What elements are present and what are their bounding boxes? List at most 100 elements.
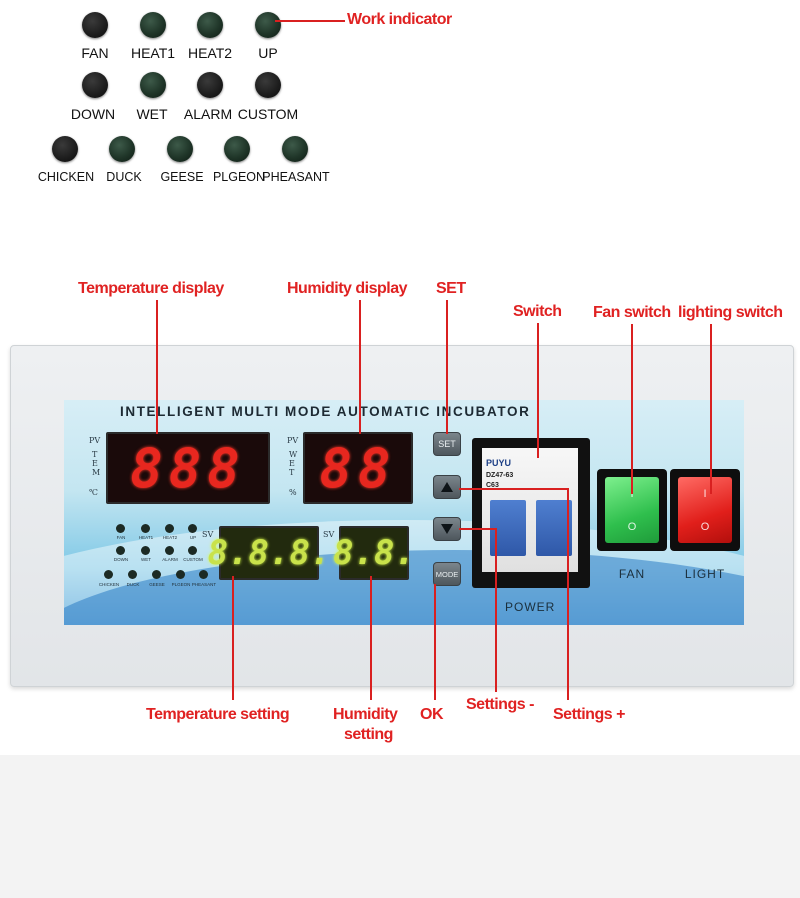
temperature-setting-display: 8.8.8.	[208, 526, 330, 580]
panel-plgeon-led	[176, 570, 185, 579]
heat2-label: HEAT2	[187, 45, 233, 61]
settings-plus-callout: Settings +	[553, 706, 625, 723]
tem-label: TEM	[92, 450, 101, 477]
light-rocker-switch[interactable]: I O	[678, 477, 732, 543]
pv-label-temp: PV	[89, 436, 101, 445]
percent-label: %	[289, 488, 297, 497]
work-indicator-callout: Work indicator	[347, 11, 452, 28]
plgeon-label: PLGEON	[212, 170, 266, 184]
humidity-display-callout: Humidity display	[287, 280, 408, 297]
temperature-setting-callout: Temperature setting	[146, 706, 290, 723]
set-line	[446, 300, 448, 434]
up-arrow-button[interactable]	[433, 475, 461, 499]
down-indicator-led	[82, 72, 108, 98]
panel-pheasant-label: PHEASANT	[191, 582, 217, 587]
panel-alarm-led	[165, 546, 174, 555]
panel-duck-label: DUCK	[126, 582, 140, 587]
temperature-display: 888	[106, 432, 270, 504]
breaker-handle-right[interactable]	[536, 500, 572, 556]
fan-off-symbol: O	[627, 520, 637, 533]
panel-fan-label: FAN	[116, 535, 126, 540]
panel-heat1-label: HEAT1	[138, 535, 154, 540]
ok-callout: OK	[420, 706, 444, 723]
light-off-symbol: O	[700, 520, 710, 533]
wet-panel-label: WET	[289, 450, 298, 477]
wet-label: WET	[136, 106, 168, 122]
geese-indicator-led	[167, 136, 193, 162]
fan-label: FAN	[81, 45, 109, 61]
alarm-label: ALARM	[183, 106, 233, 122]
power-label: POWER	[505, 600, 556, 614]
breaker-brand: PUYU	[486, 458, 512, 468]
temperature-display-callout: Temperature display	[78, 280, 224, 297]
down-arrow-button[interactable]	[433, 517, 461, 541]
panel-heat1-led	[141, 524, 150, 533]
panel-geese-led	[152, 570, 161, 579]
panel-heat2-label: HEAT2	[162, 535, 178, 540]
panel-duck-led	[128, 570, 137, 579]
down-label: DOWN	[70, 106, 116, 122]
chicken-label: CHICKEN	[37, 170, 95, 184]
geese-label: GEESE	[160, 170, 204, 184]
panel-title: INTELLIGENT MULTI MODE AUTOMATIC INCUBAT…	[120, 404, 531, 419]
panel-custom-label: CUSTOM	[183, 557, 203, 562]
panel-geese-label: GEESE	[149, 582, 165, 587]
alarm-indicator-led	[197, 72, 223, 98]
fan-switch-callout: Fan switch	[593, 304, 671, 321]
switch-line	[537, 323, 539, 458]
settings-minus-line-v	[495, 528, 497, 692]
wet-indicator-led	[140, 72, 166, 98]
sv-label-temp: SV	[202, 530, 214, 539]
up-indicator-led	[255, 12, 281, 38]
breaker-model: DZ47-63	[486, 472, 514, 479]
humidity-setting-callout-line2: setting	[344, 726, 393, 743]
custom-label: CUSTOM	[237, 106, 299, 122]
fan-switch-line	[631, 324, 633, 494]
duck-label: DUCK	[106, 170, 142, 184]
heat2-indicator-led	[197, 12, 223, 38]
panel-heat2-led	[165, 524, 174, 533]
duck-indicator-led	[109, 136, 135, 162]
panel-pheasant-led	[199, 570, 208, 579]
humidity-display: 88	[303, 432, 413, 504]
mode-button[interactable]: MODE	[433, 562, 461, 586]
pv-label-hum: PV	[287, 436, 299, 445]
panel-down-label: DOWN	[113, 557, 129, 562]
panel-down-led	[116, 546, 125, 555]
settings-minus-line-h	[459, 528, 497, 530]
panel-up-label: UP	[189, 535, 197, 540]
plgeon-indicator-led	[224, 136, 250, 162]
pheasant-indicator-led	[282, 136, 308, 162]
up-triangle-icon	[441, 482, 453, 492]
lighting-switch-callout: lighting switch	[678, 304, 783, 321]
panel-custom-led	[188, 546, 197, 555]
fan-switch-label: FAN	[618, 567, 646, 581]
fan-indicator-led	[82, 12, 108, 38]
breaker-rating: C63	[486, 482, 499, 489]
heat1-label: HEAT1	[130, 45, 176, 61]
custom-indicator-led	[255, 72, 281, 98]
humidity-setting-line	[370, 576, 372, 700]
down-triangle-icon	[441, 524, 453, 534]
panel-up-led	[188, 524, 197, 533]
settings-plus-line-v	[567, 488, 569, 700]
temperature-setting-line	[232, 576, 234, 700]
pheasant-label: PHEASANT	[262, 170, 330, 184]
panel-plgeon-label: PLGEON	[171, 582, 191, 587]
panel-wet-led	[141, 546, 150, 555]
bottom-band	[0, 755, 800, 898]
set-callout: SET	[436, 280, 466, 297]
set-button[interactable]: SET	[433, 432, 461, 456]
panel-alarm-label: ALARM	[162, 557, 178, 562]
chicken-indicator-led	[52, 136, 78, 162]
settings-plus-line-h	[459, 488, 569, 490]
humidity-setting-callout-line1: Humidity	[333, 706, 398, 723]
temperature-display-line	[156, 300, 158, 434]
light-switch-label: LIGHT	[684, 567, 726, 581]
lighting-switch-line	[710, 324, 712, 494]
work-indicator-pointer	[275, 20, 345, 22]
light-on-symbol: I	[703, 487, 707, 500]
sv-label-hum: SV	[323, 530, 335, 539]
humidity-display-line	[359, 300, 361, 434]
switch-callout: Switch	[513, 303, 562, 320]
